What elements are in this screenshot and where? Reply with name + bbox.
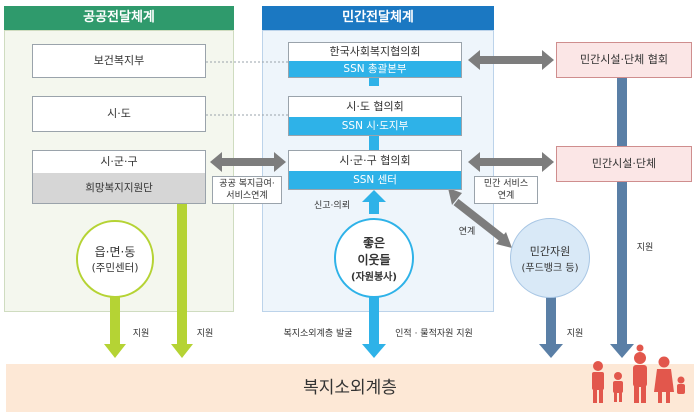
lime-arrow-head-2 bbox=[171, 344, 193, 358]
council-top-box: 한국사회복지협의회 SSN 총괄본부 bbox=[288, 42, 462, 78]
private-link-note: 민간 서비스 연계 bbox=[474, 176, 538, 204]
steel-arrow-head-1 bbox=[610, 344, 634, 358]
hope-center-label: 희망복지지원단 bbox=[33, 173, 205, 203]
sky-link-mid bbox=[369, 136, 379, 150]
diagonal-arrow-council-resource bbox=[448, 188, 512, 248]
resource-circle: 민간자원 (푸드뱅크 등) bbox=[510, 218, 590, 298]
sky-arrow-up-shaft bbox=[369, 200, 379, 214]
family-icon bbox=[592, 344, 685, 403]
neighbors-line2: 이웃들 bbox=[357, 252, 391, 267]
support-label-a: 지원 bbox=[132, 329, 150, 339]
lime-arrow-head-1 bbox=[104, 344, 126, 358]
sky-arrow-down-head bbox=[362, 344, 386, 358]
public-link-line2: 서비스연계 bbox=[226, 191, 268, 201]
support-label-c: 지원 bbox=[566, 329, 584, 339]
private-link-line2: 연계 bbox=[497, 191, 515, 201]
private-header: 민간전달체계 bbox=[262, 6, 494, 30]
council-top-label: 한국사회복지협의회 bbox=[329, 45, 421, 58]
support-label-d: 지원 bbox=[636, 243, 654, 253]
council-mid-sub: SSN 시·도지부 bbox=[289, 117, 461, 135]
city-label: 시·군·구 bbox=[100, 155, 138, 168]
target-group-bar bbox=[6, 364, 694, 412]
facility-box: 민간시설·단체 bbox=[556, 146, 692, 182]
double-arrow-council-facility bbox=[468, 152, 554, 172]
neighbors-line1: 좋은 bbox=[362, 235, 386, 250]
link-label: 연계 bbox=[458, 227, 476, 237]
town-line2: (주민센터) bbox=[91, 262, 139, 274]
council-low-box: 시·군·구 협의회 SSN 센터 bbox=[288, 150, 462, 190]
ministry-box: 보건복지부 bbox=[32, 44, 206, 78]
resource-line2: (푸드뱅크 등) bbox=[521, 262, 579, 274]
report-label: 신고·의뢰 bbox=[314, 201, 350, 211]
public-link-line1: 공공 복지급여· bbox=[219, 179, 275, 189]
resource-line1: 민간자원 bbox=[529, 244, 571, 258]
resources-support-label: 인적 · 물적자원 지원 bbox=[395, 329, 473, 339]
town-line1: 읍·면·동 bbox=[94, 245, 136, 259]
support-label-b: 지원 bbox=[196, 329, 214, 339]
neighbors-circle: 좋은 이웃들 (자원봉사) bbox=[334, 218, 414, 298]
council-low-label: 시·군·구 협의회 bbox=[339, 154, 411, 167]
public-header: 공공전달체계 bbox=[4, 6, 234, 30]
neighbors-line3: (자원봉사) bbox=[351, 271, 397, 283]
discover-label: 복지소외계층 발굴 bbox=[283, 329, 353, 339]
council-mid-box: 시·도 협의회 SSN 시·도지부 bbox=[288, 96, 462, 136]
council-low-sub: SSN 센터 bbox=[289, 171, 461, 189]
target-group-title: 복지소외계층 bbox=[303, 378, 397, 398]
sky-arrow-down-shaft bbox=[369, 284, 379, 346]
province-box: 시·도 bbox=[32, 96, 206, 132]
lime-arrow-shaft-1 bbox=[110, 284, 120, 346]
council-mid-label: 시·도 협의회 bbox=[346, 100, 404, 113]
sky-link-top bbox=[369, 76, 379, 86]
steel-arrow-shaft-1 bbox=[617, 78, 627, 346]
double-arrow-council-assoc bbox=[468, 50, 554, 70]
assoc-box: 민간시설·단체 협회 bbox=[556, 42, 692, 78]
town-center-circle: 읍·면·동 (주민센터) bbox=[76, 220, 154, 298]
double-arrow-public-private bbox=[210, 152, 286, 172]
steel-arrow-shaft-2 bbox=[546, 296, 556, 346]
public-link-note: 공공 복지급여· 서비스연계 bbox=[212, 176, 282, 204]
council-top-sub: SSN 총괄본부 bbox=[289, 61, 461, 77]
private-link-line1: 민간 서비스 bbox=[483, 179, 529, 189]
city-box: 시·군·구 희망복지지원단 bbox=[32, 150, 206, 204]
lime-arrow-shaft-2 bbox=[177, 204, 187, 346]
steel-arrow-head-2 bbox=[539, 344, 563, 358]
sky-arrow-up-head bbox=[362, 190, 386, 202]
